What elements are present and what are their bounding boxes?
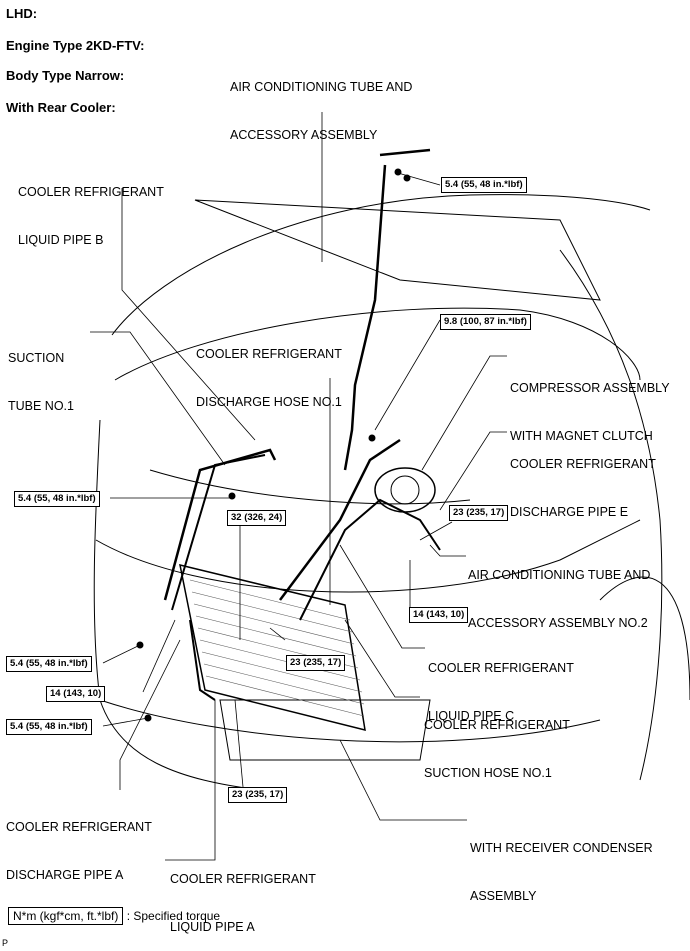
label-liquid-pipe-a-line2: LIQUID PIPE A [170, 920, 255, 934]
header-body-type: Body Type Narrow: [6, 68, 125, 83]
label-discharge-pipe-a-line1: COOLER REFRIGERANT [6, 820, 152, 834]
label-suction-tube: SUCTION TUBE NO.1 [8, 318, 74, 430]
label-ac-tube-no2-line1: AIR CONDITIONING TUBE AND [468, 568, 651, 582]
header-engine-type: Engine Type 2KD-FTV: [6, 38, 145, 53]
discharge-hose [279, 438, 401, 601]
label-ac-tube-no2: AIR CONDITIONING TUBE AND ACCESSORY ASSE… [468, 535, 650, 647]
condenser-fins [189, 579, 365, 717]
torque-callout: 32 (326, 24) [227, 510, 287, 526]
torque-callout: 5.4 (55, 48 in.*lbf) [6, 719, 92, 735]
label-liquid-pipe-a: COOLER REFRIGERANT LIQUID PIPE A [170, 839, 316, 951]
vehicle-bumper-lower [99, 699, 601, 743]
torque-legend: N*m (kgf*cm, ft.*lbf) : Specified torque [8, 907, 221, 925]
vehicle-bumper [95, 519, 641, 593]
leader-lines [90, 112, 507, 861]
label-liquid-pipe-c: COOLER REFRIGERANT LIQUID PIPE C [428, 628, 574, 740]
label-compressor-line1: COMPRESSOR ASSEMBLY [510, 381, 670, 395]
label-liquid-pipe-b-line1: COOLER REFRIGERANT [18, 185, 164, 199]
label-suction-hose-line1: COOLER REFRIGERANT [424, 718, 570, 732]
torque-callout: 23 (235, 17) [228, 787, 288, 803]
liquid-pipe-a [189, 619, 216, 701]
ac-tube-pipe [343, 148, 431, 471]
compressor-clutch [390, 475, 420, 505]
torque-legend-text: : Specified torque [126, 909, 221, 923]
label-compressor: COMPRESSOR ASSEMBLY WITH MAGNET CLUTCH [510, 348, 670, 460]
label-discharge-pipe-a-line2: DISCHARGE PIPE A [6, 868, 124, 882]
condenser-outline [179, 563, 366, 732]
label-discharge-hose-line1: COOLER REFRIGERANT [196, 347, 342, 361]
label-suction-tube-line1: SUCTION [8, 351, 65, 365]
torque-callout: 5.4 (55, 48 in.*lbf) [14, 491, 100, 507]
vehicle-right-side [559, 249, 663, 781]
suction-tube [171, 454, 266, 611]
label-ac-tube-no2-line2: ACCESSORY ASSEMBLY NO.2 [468, 616, 648, 630]
label-liquid-pipe-c-line2: LIQUID PIPE C [428, 709, 515, 723]
vehicle-windshield [194, 199, 601, 301]
label-discharge-pipe-e: COOLER REFRIGERANT DISCHARGE PIPE E [510, 424, 656, 536]
vehicle-front-left [93, 419, 261, 791]
label-liquid-pipe-b: COOLER REFRIGERANT LIQUID PIPE B [18, 152, 164, 264]
liquid-pipe-c [299, 498, 441, 621]
label-liquid-pipe-b-line2: LIQUID PIPE B [18, 233, 104, 247]
torque-callout: 5.4 (55, 48 in.*lbf) [441, 177, 527, 193]
label-discharge-hose-line2: DISCHARGE HOSE NO.1 [196, 395, 342, 409]
header-rear-cooler: With Rear Cooler: [6, 100, 116, 115]
label-condenser-line1: WITH RECEIVER CONDENSER [470, 841, 653, 855]
label-suction-hose-line2: SUCTION HOSE NO.1 [424, 766, 552, 780]
label-ac-tube-line1: AIR CONDITIONING TUBE AND [230, 80, 413, 94]
vehicle-roof-line [111, 194, 651, 336]
label-discharge-pipe-a: COOLER REFRIGERANT DISCHARGE PIPE A [6, 787, 152, 899]
vehicle-wheel-arch [599, 576, 690, 701]
label-discharge-pipe-e-line1: COOLER REFRIGERANT [510, 457, 656, 471]
label-compressor-line2: WITH MAGNET CLUTCH [510, 429, 653, 443]
torque-callout: 14 (143, 10) [46, 686, 106, 702]
label-ac-tube-line2: ACCESSORY ASSEMBLY [230, 128, 378, 142]
label-ac-tube: AIR CONDITIONING TUBE AND ACCESSORY ASSE… [230, 47, 412, 159]
torque-legend-unit: N*m (kgf*cm, ft.*lbf) [8, 907, 124, 925]
label-suction-tube-line2: TUBE NO.1 [8, 399, 74, 413]
torque-callout: 9.8 (100, 87 in.*lbf) [440, 314, 531, 330]
label-discharge-pipe-e-line2: DISCHARGE PIPE E [510, 505, 629, 519]
bolts [136, 168, 411, 722]
label-liquid-pipe-a-line1: COOLER REFRIGERANT [170, 872, 316, 886]
corner-mark: P [2, 938, 9, 948]
vehicle-hood [114, 307, 641, 381]
vehicle-upper-grille [149, 469, 471, 505]
label-liquid-pipe-c-line1: COOLER REFRIGERANT [428, 661, 574, 675]
torque-callout: 14 (143, 10) [409, 607, 469, 623]
label-condenser-line2: ASSEMBLY [470, 889, 537, 903]
label-discharge-hose: COOLER REFRIGERANT DISCHARGE HOSE NO.1 [196, 314, 342, 426]
vehicle-lower-grille [219, 699, 431, 761]
torque-callout: 23 (235, 17) [449, 505, 509, 521]
label-suction-hose: COOLER REFRIGERANT SUCTION HOSE NO.1 [424, 685, 570, 797]
header-lhd: LHD: [6, 6, 38, 21]
label-condenser: WITH RECEIVER CONDENSER ASSEMBLY [470, 808, 653, 920]
torque-callout: 23 (235, 17) [286, 655, 346, 671]
torque-callout: 5.4 (55, 48 in.*lbf) [6, 656, 92, 672]
compressor-body [374, 467, 436, 513]
